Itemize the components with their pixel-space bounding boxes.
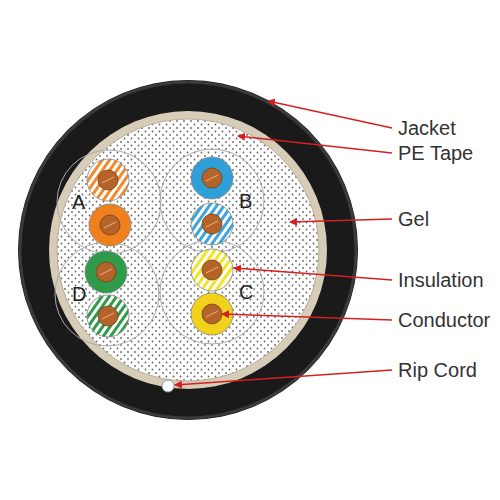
pair-letter: A [70, 192, 87, 212]
tape-edge [57, 119, 319, 381]
part-label: Insulation [398, 270, 484, 290]
pair-outlines [55, 149, 264, 346]
wires [85, 157, 233, 337]
jacket-highlight [20, 82, 356, 418]
conductor-strands [100, 175, 218, 319]
part-label: Conductor [398, 310, 490, 330]
gel [57, 119, 319, 381]
pair-letter: B [237, 191, 254, 211]
rip-cord [162, 380, 174, 392]
conductors [96, 168, 222, 326]
pair-letter: D [70, 284, 88, 304]
jacket [18, 80, 358, 420]
leader-lines [175, 101, 392, 385]
part-label: Gel [398, 209, 429, 229]
pe-tape [49, 111, 327, 389]
part-label: Jacket [398, 118, 456, 138]
part-label: PE Tape [398, 143, 473, 163]
pair-letter: C [237, 282, 255, 302]
part-label: Rip Cord [398, 360, 477, 380]
